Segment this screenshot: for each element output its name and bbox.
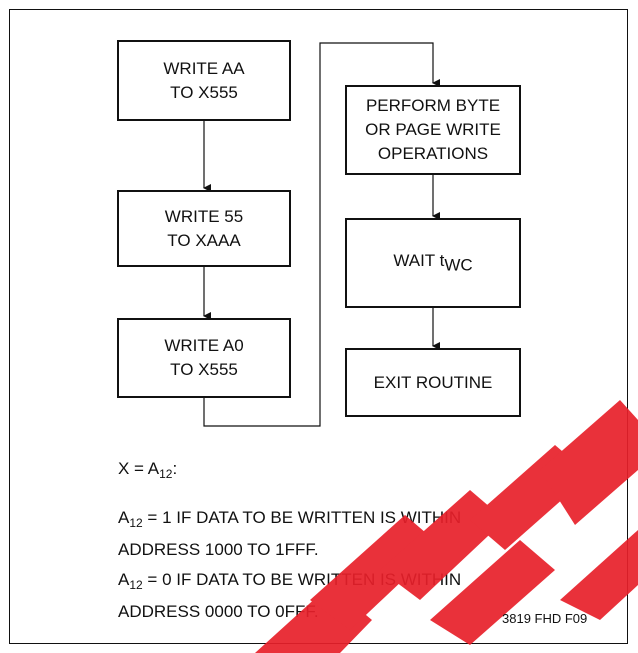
perform-line2: OR PAGE WRITE <box>365 120 501 139</box>
wait-text: WAIT t <box>393 250 445 270</box>
wait-box: WAIT tWC <box>345 218 521 308</box>
perform-write-box: PERFORM BYTE OR PAGE WRITE OPERATIONS <box>345 85 521 175</box>
perform-line1: PERFORM BYTE <box>365 96 501 115</box>
write-aa-line2: TO X555 <box>170 82 238 102</box>
write-a0-line1: WRITE A0 <box>164 336 244 355</box>
write-55-line2: TO XAAA <box>167 230 241 250</box>
write-a0-line2: TO X555 <box>170 360 238 379</box>
wait-subscript: WC <box>444 255 473 275</box>
wait-label: WAIT tWC <box>393 249 472 277</box>
note-address-high: ADDRESS 1000 TO 1FFF. <box>118 540 319 559</box>
note-address-low: ADDRESS 0000 TO 0FFF. <box>118 602 319 621</box>
exit-label: EXIT ROUTINE <box>373 372 493 392</box>
arrow-a0-to-perform <box>203 42 440 427</box>
write-aa-line1: WRITE AA <box>163 58 245 78</box>
note-a12-high: A12 = 1 IF DATA TO BE WRITTEN IS WITHIN <box>118 508 462 530</box>
exit-routine-box: EXIT ROUTINE <box>345 348 521 417</box>
write-a0-box: WRITE A0 TO X555 <box>117 318 291 398</box>
perform-line3: OPERATIONS <box>377 144 489 163</box>
note-x-definition: X = A12: <box>118 459 178 481</box>
write-55-line1: WRITE 55 <box>164 206 244 226</box>
write-55-box: WRITE 55 TO XAAA <box>117 190 291 267</box>
write-aa-box: WRITE AA TO X555 <box>117 40 291 121</box>
figure-frame <box>9 9 628 644</box>
figure-id: 3819 FHD F09 <box>502 611 588 626</box>
